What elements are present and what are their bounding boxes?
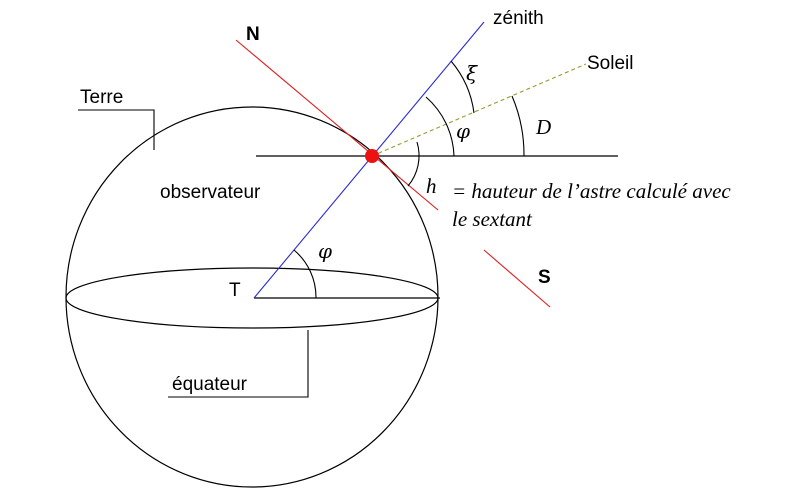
d-label: D (535, 115, 551, 139)
h-label: h (426, 174, 437, 198)
h-angle-arc (407, 141, 420, 187)
xi-label: ξ (466, 61, 478, 85)
earth-leader (78, 109, 155, 150)
phi-angle-arc-top (425, 96, 455, 157)
sun-label: Soleil (587, 53, 633, 74)
north-south-line-lower (483, 249, 551, 308)
earth-sphere (65, 106, 439, 488)
earth-label: Terre (80, 87, 123, 108)
observer-point (365, 149, 379, 163)
zenith-label: zénith (493, 8, 544, 29)
d-angle-arc (511, 95, 525, 157)
height-definition-line1: = hauteur de l’astre calculé avec (452, 179, 731, 203)
height-definition-line2: le sextant (452, 207, 533, 231)
center-label: T (229, 280, 241, 301)
phi-angle-arc-center (293, 249, 317, 299)
north-label: N (246, 24, 260, 45)
north-south-line (235, 39, 439, 211)
phi-top-label: φ (456, 119, 470, 143)
south-label: S (538, 267, 551, 288)
sun-ray (371, 63, 587, 157)
phi-center-label: φ (318, 239, 332, 263)
observer-label: observateur (160, 182, 261, 203)
equator-leader (168, 330, 309, 398)
xi-angle-arc (450, 60, 475, 114)
equator-label: équateur (172, 374, 248, 395)
